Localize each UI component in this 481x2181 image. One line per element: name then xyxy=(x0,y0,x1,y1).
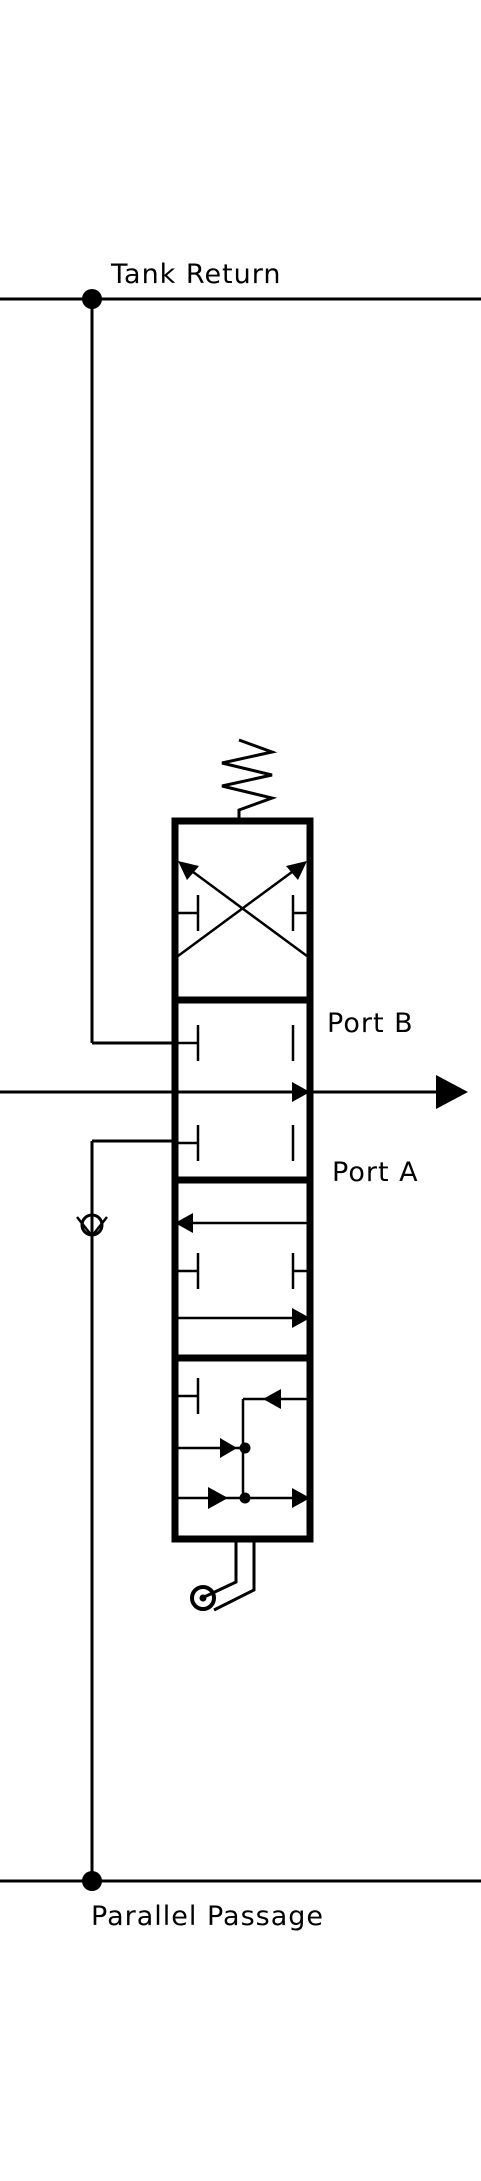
section-neutral xyxy=(178,1025,310,1161)
main-pressure-line xyxy=(0,1075,468,1109)
flow-arrow-icon xyxy=(436,1075,468,1109)
section-float xyxy=(178,1378,310,1509)
port-b-label: Port B xyxy=(327,1008,414,1039)
float-arrowhead-inner xyxy=(220,1438,237,1458)
float-arrowhead-mid xyxy=(208,1487,228,1509)
valve-body xyxy=(171,817,314,1543)
parallel-passage-junction-dot xyxy=(82,1871,102,1891)
crossover-arrowhead-left xyxy=(178,861,199,880)
parallel-arrowhead-right xyxy=(292,1308,310,1328)
check-valve-icon xyxy=(76,1213,108,1239)
parallel-passage-label: Parallel Passage xyxy=(91,1901,324,1932)
parallel-passage-line xyxy=(0,1871,481,1891)
spring-icon xyxy=(221,738,278,820)
tank-return-line xyxy=(0,289,481,1045)
section-parallel xyxy=(175,1213,310,1328)
port-a-line xyxy=(90,1139,178,1881)
float-junction-upper xyxy=(239,1442,251,1454)
port-a-label: Port A xyxy=(332,1157,419,1188)
lever-handle-icon[interactable] xyxy=(190,1542,256,1612)
float-junction-lower xyxy=(239,1492,251,1504)
float-arrowhead-out xyxy=(292,1488,310,1508)
crossover-arrowhead-right xyxy=(286,861,307,880)
float-arrowhead-return xyxy=(263,1389,281,1409)
tank-return-label: Tank Return xyxy=(110,259,282,290)
parallel-arrowhead-left xyxy=(175,1213,193,1233)
section-crossover xyxy=(177,861,308,958)
